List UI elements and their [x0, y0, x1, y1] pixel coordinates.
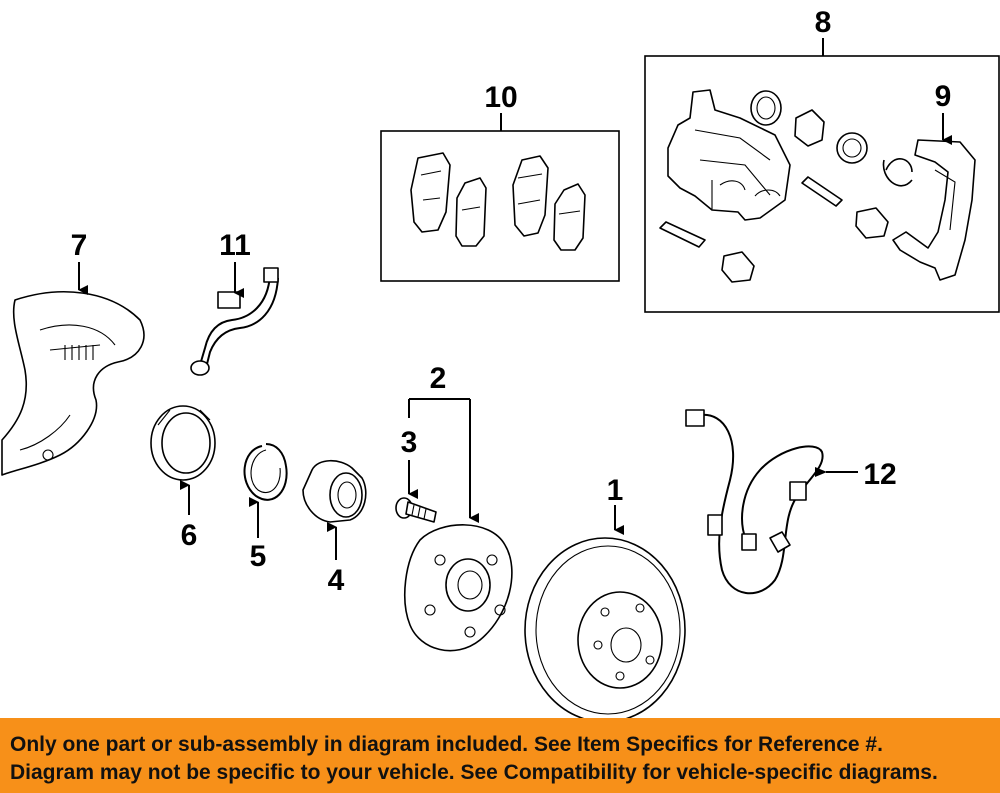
callout-12: 12 [863, 458, 896, 491]
callout-5: 5 [250, 540, 267, 573]
abs-sensor[interactable] [685, 409, 824, 595]
callout-6: 6 [181, 519, 198, 552]
brake-pads[interactable] [410, 152, 586, 251]
bearing-race[interactable] [150, 405, 216, 481]
disclaimer-banner: Only one part or sub-assembly in diagram… [0, 718, 1000, 793]
callout-10: 10 [484, 81, 517, 114]
callout-8: 8 [815, 6, 832, 39]
callout-2: 2 [430, 362, 447, 395]
wheel-bearing[interactable] [302, 459, 367, 523]
snap-ring[interactable] [243, 443, 288, 501]
disclaimer-line-1: Only one part or sub-assembly in diagram… [10, 733, 883, 756]
dust-shield[interactable] [1, 291, 145, 476]
callout-4: 4 [328, 564, 345, 597]
disclaimer-line-2: Diagram may not be specific to your vehi… [10, 761, 938, 784]
callout-7: 7 [71, 229, 88, 262]
caliper-assembly[interactable] [659, 89, 976, 283]
brake-parts-diagram: 1 2 3 4 5 6 7 8 9 10 11 12 [1, 6, 1000, 718]
callout-11: 11 [219, 229, 251, 262]
brake-hose[interactable] [190, 267, 279, 376]
hub-bolt[interactable] [395, 497, 437, 523]
brake-rotor[interactable] [524, 537, 686, 718]
callout-3: 3 [401, 426, 418, 459]
callout-1: 1 [607, 474, 624, 507]
wheel-hub[interactable] [404, 524, 513, 652]
callout-9: 9 [935, 80, 952, 113]
